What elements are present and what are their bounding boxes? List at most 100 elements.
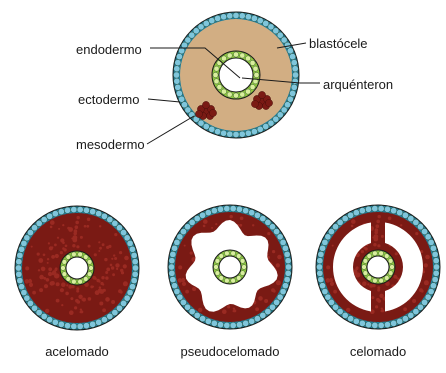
ectoderm-cell bbox=[239, 131, 245, 137]
mesoderm-texture-dot bbox=[377, 289, 380, 292]
ectoderm-cell bbox=[318, 276, 324, 282]
endoderm-cell bbox=[379, 278, 384, 283]
ectoderm-cell bbox=[289, 90, 295, 96]
mesoderm-texture-dot bbox=[395, 252, 398, 255]
ectoderm-cell bbox=[211, 320, 217, 326]
mesoderm-texture-dot bbox=[29, 279, 31, 281]
mesoderm-texture-dot bbox=[66, 284, 68, 286]
ectoderm-cell bbox=[127, 289, 133, 295]
ectoderm-cell bbox=[101, 213, 107, 219]
mesoderm-texture-dot bbox=[48, 242, 50, 244]
mesoderm-texture-dot bbox=[355, 272, 360, 277]
mesoderm-texture-dot bbox=[76, 290, 79, 293]
ectoderm-cell bbox=[175, 84, 181, 90]
ectoderm-cell bbox=[285, 270, 291, 276]
mesoderm-texture-dot bbox=[255, 307, 259, 311]
ectoderm-cell bbox=[425, 234, 431, 240]
mesoderm-texture-dot bbox=[361, 250, 364, 253]
mesoderm-texture-dot bbox=[267, 232, 270, 235]
mesoderm-texture-dot bbox=[192, 287, 196, 291]
ectoderm-cell bbox=[36, 220, 42, 226]
ectoderm-cell bbox=[359, 320, 365, 326]
ectoderm-cell bbox=[194, 312, 200, 318]
endoderm-cell bbox=[217, 60, 222, 65]
ectoderm-cell bbox=[378, 205, 384, 211]
ectoderm-cell bbox=[342, 215, 348, 221]
endoderm-cell bbox=[214, 265, 219, 270]
mesoderm-texture-dot bbox=[48, 272, 52, 276]
mesoderm-texture-dot bbox=[98, 241, 100, 243]
mesoderm-texture-dot bbox=[56, 299, 60, 303]
mesoderm-cell bbox=[258, 91, 265, 98]
ectoderm-cell bbox=[131, 277, 137, 283]
endoderm-cell bbox=[242, 265, 247, 270]
ectoderm-cell bbox=[175, 60, 181, 66]
mesoderm-texture-dot bbox=[222, 309, 227, 314]
ectoderm-cell bbox=[391, 208, 397, 214]
mesoderm-texture-dot bbox=[233, 309, 236, 312]
mesoderm-texture-dot bbox=[424, 280, 429, 285]
ectoderm-cell bbox=[254, 316, 260, 322]
mesoderm-texture-dot bbox=[105, 297, 110, 302]
ectoderm-cell bbox=[217, 322, 223, 328]
ectoderm-cell bbox=[179, 96, 185, 102]
endoderm-cell bbox=[71, 279, 76, 284]
mesoderm-texture-dot bbox=[227, 305, 230, 308]
mesoderm-texture-dot bbox=[71, 285, 74, 288]
ectoderm-cell bbox=[257, 126, 263, 132]
mesoderm-texture-dot bbox=[65, 245, 68, 248]
mesoderm-texture-dot bbox=[99, 286, 101, 288]
ectoderm-cell bbox=[251, 128, 257, 134]
ectoderm-cell bbox=[58, 321, 64, 327]
mesoderm-texture-dot bbox=[372, 284, 375, 287]
ectoderm-cell bbox=[221, 14, 227, 20]
ectoderm-cell bbox=[90, 321, 96, 327]
ectoderm-cell bbox=[432, 276, 438, 282]
endoderm-cell bbox=[227, 53, 232, 58]
mesoderm-texture-dot bbox=[80, 310, 83, 313]
mesoderm-texture-dot bbox=[101, 276, 104, 279]
acelomado-gut bbox=[66, 257, 88, 279]
ectoderm-cell bbox=[107, 313, 113, 319]
ectoderm-cell bbox=[273, 229, 279, 235]
ectoderm-cell bbox=[174, 66, 180, 72]
mesoderm-texture-dot bbox=[94, 277, 97, 280]
endoderm-cell bbox=[219, 254, 224, 259]
ectoderm-cell bbox=[254, 212, 260, 218]
ectoderm-cell bbox=[319, 283, 325, 289]
endoderm-cell bbox=[87, 272, 92, 277]
mesoderm-texture-dot bbox=[25, 266, 29, 270]
ectoderm-cell bbox=[168, 264, 174, 270]
mesoderm-texture-dot bbox=[114, 257, 117, 260]
mesoderm-texture-dot bbox=[103, 289, 106, 292]
endoderm-cell bbox=[61, 266, 66, 271]
endoderm-cell bbox=[372, 278, 377, 283]
mesoderm-texture-dot bbox=[190, 252, 193, 255]
ectoderm-cell bbox=[16, 259, 22, 265]
endoderm-cell bbox=[363, 271, 368, 276]
mesoderm-texture-dot bbox=[425, 255, 430, 260]
ectoderm-cell bbox=[171, 245, 177, 251]
endoderm-cell bbox=[66, 277, 71, 282]
mesoderm-texture-dot bbox=[415, 232, 418, 235]
ectoderm-cell bbox=[211, 208, 217, 214]
ectoderm-cell bbox=[318, 251, 324, 257]
mesoderm-texture-dot bbox=[277, 255, 282, 260]
ectoderm-cell bbox=[83, 207, 89, 213]
mesoderm-texture-dot bbox=[424, 263, 428, 267]
ectoderm-cell bbox=[227, 13, 233, 19]
ectoderm-cell bbox=[170, 251, 176, 257]
endoderm-cell bbox=[236, 254, 241, 259]
endoderm-cell bbox=[227, 92, 232, 97]
ectoderm-cell bbox=[319, 245, 325, 251]
ectoderm-cell bbox=[433, 264, 439, 270]
ectoderm-cell bbox=[174, 78, 180, 84]
mesoderm-texture-dot bbox=[73, 235, 78, 240]
endoderm-cell bbox=[240, 271, 245, 276]
endoderm-cell bbox=[231, 251, 236, 256]
endoderm-cell bbox=[224, 278, 229, 283]
ectoderm-cell bbox=[280, 288, 286, 294]
mesoderm-texture-dot bbox=[81, 299, 83, 301]
mesoderm-texture-dot bbox=[215, 223, 217, 225]
